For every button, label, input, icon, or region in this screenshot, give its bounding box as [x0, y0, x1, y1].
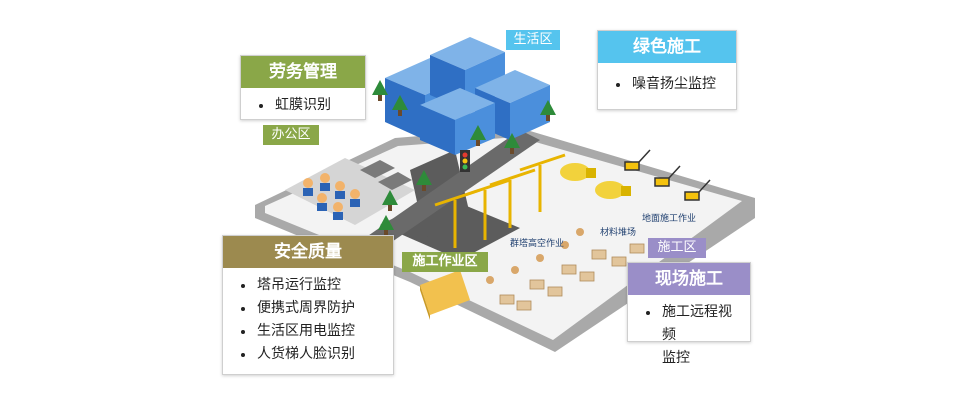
ground-work-label: 地面施工作业 [642, 214, 697, 224]
construction-area-tag: 施工区 [648, 238, 706, 258]
safety-item: 便携式周界防护 [241, 297, 383, 320]
tower-cranes [434, 153, 566, 248]
safety-quality-card: 安全质量 塔吊运行监控 便携式周界防护 生活区用电监控 人货梯人脸识别 [222, 235, 394, 375]
yard-workers [486, 228, 584, 284]
labor-management-title: 劳务管理 [241, 56, 365, 88]
safety-item: 生活区用电监控 [241, 320, 383, 343]
green-construction-card: 绿色施工 噪音扬尘监控 [597, 30, 737, 110]
site-construction-title: 现场施工 [628, 263, 750, 295]
living-area-tag: 生活区 [506, 30, 560, 50]
trees [372, 80, 556, 236]
material-stacks [499, 243, 645, 311]
office-area-tag: 办公区 [263, 125, 319, 145]
office-workers [303, 173, 360, 220]
mixer-trucks [560, 163, 631, 199]
office-desks [360, 160, 412, 190]
labor-management-card: 劳务管理 虹膜识别 [240, 55, 366, 120]
site-gate [420, 270, 470, 320]
labor-item: 虹膜识别 [259, 94, 355, 117]
safety-item: 人货梯人脸识别 [241, 343, 383, 366]
safety-quality-title: 安全质量 [223, 236, 393, 268]
material-yard-label: 材料堆场 [600, 228, 637, 238]
living-area-buildings [385, 37, 550, 155]
site-construction-card: 现场施工 施工远程视频 监控 [627, 262, 751, 366]
traffic-light [460, 150, 470, 172]
office-ground [285, 158, 415, 225]
site-item-continuation: 监控 [662, 350, 690, 366]
work-area-tag: 施工作业区 [402, 252, 488, 272]
site-item: 施工远程视频 [646, 301, 740, 347]
green-construction-title: 绿色施工 [598, 31, 736, 63]
diagonal-road [362, 130, 540, 250]
safety-item: 塔吊运行监控 [241, 274, 383, 297]
tower-work-label: 群塔高空作业 [510, 239, 565, 249]
excavators [624, 149, 711, 201]
green-item: 噪音扬尘监控 [616, 73, 726, 96]
